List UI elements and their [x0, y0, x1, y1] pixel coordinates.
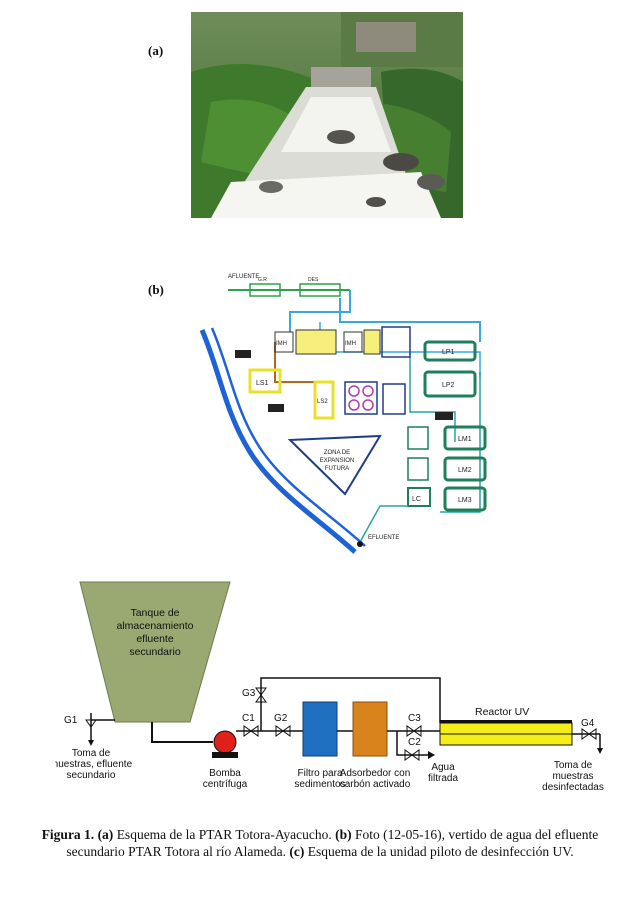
river-line: [199, 329, 357, 554]
pump: [213, 730, 237, 754]
imh1-label: IMH: [276, 341, 287, 347]
tank-label-3: efluente: [136, 633, 174, 645]
tank-label-2: almacenamiento: [116, 620, 193, 632]
imh1-unit: [274, 331, 294, 353]
uv-pilot-schematic: Tanque de almacenamiento efluente secund…: [55, 581, 604, 793]
valve-g1: [85, 719, 97, 728]
toma1-label-1: Toma de: [72, 748, 111, 759]
toma1-label-3: secundario: [67, 770, 116, 781]
g2-label: G2: [274, 713, 288, 724]
toma1-label-2: muestras, efluente: [55, 759, 133, 770]
valve-g3: [255, 687, 267, 696]
caption-text-a: Esquema de la PTAR Totora-Ayacucho.: [113, 827, 336, 842]
bomba-label-1: Bomba: [209, 768, 241, 779]
caption-text-c: Esquema de la unidad piloto de desinfecc…: [304, 844, 574, 859]
ls2-label: LS2: [317, 399, 328, 405]
des-unit: [299, 283, 341, 297]
gr-label: G.R: [258, 277, 267, 283]
zona-label-1: ZONA DE: [324, 450, 350, 456]
c2-label: C2: [408, 737, 421, 748]
g4-label: G4: [581, 718, 595, 729]
valve-c2: [404, 749, 413, 761]
lm2-pond: [443, 456, 487, 482]
lp1-pond: [423, 340, 477, 362]
tank-label-1: Tanque de: [130, 607, 179, 619]
g3-label: G3: [242, 688, 256, 699]
figure-caption: Figura 1. (a) Esquema de la PTAR Totora-…: [40, 826, 600, 860]
ls1-label: LS1: [256, 380, 269, 387]
imh2-unit: [343, 331, 363, 353]
agua-label-2: filtrada: [428, 773, 458, 784]
zona-expansion: [287, 434, 382, 496]
des-label: DES: [308, 277, 319, 283]
afluente-label: AFLUENTE: [228, 274, 259, 280]
toma2-label-1: Toma de: [554, 760, 593, 771]
caption-text-b: Foto (12-05-16), vertido de agua del efl…: [66, 827, 599, 859]
valve-c3: [406, 725, 415, 737]
lm3-pond: [443, 486, 487, 512]
lm1-pond: [443, 425, 487, 451]
caption-b: (b): [335, 827, 352, 842]
valve-g2: [275, 725, 284, 737]
filtro-label-1: Filtro para: [297, 768, 342, 779]
g1-label: G1: [64, 715, 78, 726]
lm1-label: LM1: [458, 436, 472, 443]
c3-label: C3: [408, 713, 421, 724]
efluente-label: EFLUENTE: [368, 535, 399, 541]
ls2-pond: [313, 380, 335, 420]
panel-b-label: (b): [148, 282, 164, 297]
storage-tank: [79, 581, 231, 723]
reactor-label: Reactor UV: [475, 706, 529, 718]
toma2-label-3: desinfectadas: [542, 782, 604, 793]
ptar-schematic: AFLUENTE G.R DES IMH IMH LP1 LP2 LS1 LS2…: [199, 274, 487, 554]
imh2-label: IMH: [345, 341, 356, 347]
lm3-label: LM3: [458, 497, 472, 504]
valve-c1: [243, 725, 252, 737]
zona-label-3: FUTURA: [325, 466, 349, 472]
sediment-filter: [302, 701, 338, 757]
lc-label: LC: [412, 496, 421, 503]
panel-a-label: (a): [148, 43, 164, 58]
adsorbedor-label-1: Adsorbedor con: [340, 768, 411, 779]
adsorbedor-label-2: carbón activado: [340, 779, 411, 790]
c1-label: C1: [242, 713, 255, 724]
toma2-label-2: muestras: [552, 771, 593, 782]
lp2-pond: [423, 370, 477, 398]
bomba-label-2: centrífuga: [203, 779, 248, 790]
carbon-adsorber: [352, 701, 388, 757]
lp2-label: LP2: [442, 382, 455, 389]
zona-label-2: EXPANSION: [320, 458, 355, 464]
caption-c: (c): [289, 844, 305, 859]
river-photo: [191, 12, 463, 218]
agua-label-1: Agua: [431, 762, 455, 773]
tank-label-4: secundario: [129, 646, 181, 658]
lc-unit: [407, 487, 431, 507]
gr-unit: [249, 283, 281, 297]
ls1-pond: [248, 368, 282, 394]
caption-fig: Figura 1.: [41, 827, 95, 842]
lm2-label: LM2: [458, 467, 472, 474]
filtro-label-2: sedimentos: [294, 779, 345, 790]
lp1-label: LP1: [442, 349, 455, 356]
caption-a: (a): [97, 827, 114, 842]
valve-g4: [581, 728, 590, 740]
